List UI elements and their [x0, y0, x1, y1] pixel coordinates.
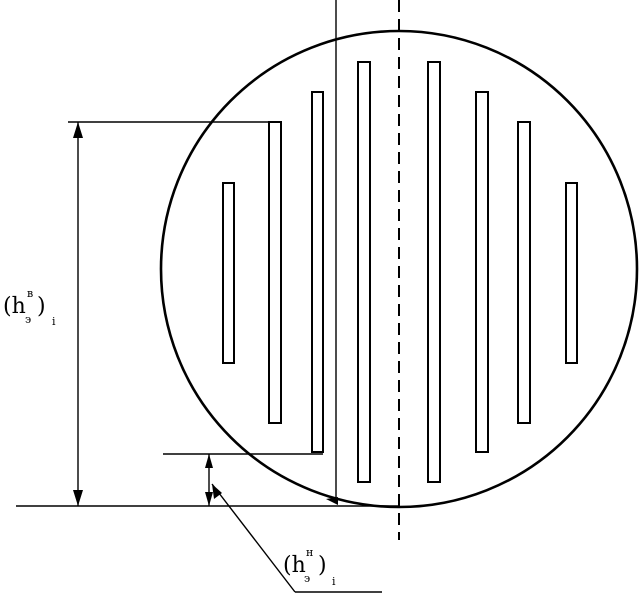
upper-label-close-paren: ): [37, 294, 46, 319]
upper-label-index: i: [52, 315, 56, 328]
reference-contact-mark: [326, 497, 338, 505]
upper-label-superscript: в: [27, 287, 33, 300]
lower-label-leader: [211, 483, 296, 593]
plate-7: [517, 121, 531, 424]
plate-8: [565, 182, 578, 364]
lower-dimension-arrow-bottom: [205, 492, 213, 506]
lower-label-superscript: н: [306, 546, 313, 559]
lower-label-leader-arrow: [212, 484, 222, 499]
plate-group: [222, 61, 578, 483]
upper-label-subscript: э: [25, 313, 31, 326]
lower-label-main: (h: [283, 553, 306, 578]
plate-6: [475, 91, 489, 453]
lower-label-close-paren: ): [318, 553, 327, 578]
plate-2: [268, 121, 282, 424]
upper-dimension-arrow-top: [73, 122, 83, 138]
upper-dimension-arrow-bottom: [73, 490, 83, 506]
lower-label-index: i: [332, 575, 336, 588]
lower-dimension-label: (h н э ) i: [283, 546, 336, 588]
upper-label-main: (h: [3, 294, 26, 319]
lower-dimension-arrow-top: [205, 454, 213, 468]
plate-3: [311, 91, 324, 453]
plate-1: [222, 182, 235, 364]
lower-label-subscript: э: [304, 572, 310, 585]
upper-dimension-label: (h в э ) i: [0, 282, 64, 330]
plate-5: [427, 61, 441, 483]
upper-label-background: [0, 282, 64, 330]
plate-4: [357, 61, 371, 483]
